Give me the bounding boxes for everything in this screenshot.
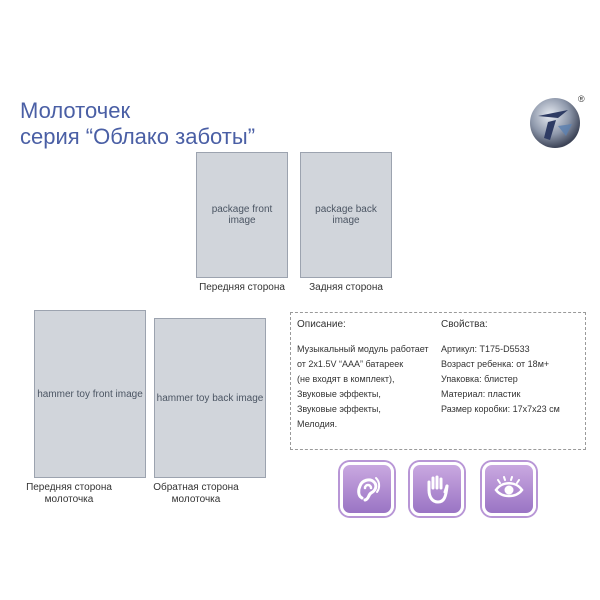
brand-logo — [530, 98, 580, 148]
hand-icon — [427, 475, 449, 504]
hearing-feature — [340, 462, 394, 516]
touch-feature — [410, 462, 464, 516]
hammer-front-image: hammer toy front image — [34, 310, 146, 478]
package-back-caption: Задняя сторона — [309, 282, 383, 293]
properties-column: Свойства: Артикул: T175-D5533 Возраст ре… — [441, 317, 581, 417]
description-line: Звуковые эффекты, — [297, 404, 381, 414]
description-column: Описание: Музыкальный модуль работает от… — [297, 317, 447, 432]
property-line: Материал: пластик — [441, 389, 521, 399]
property-line: Возраст ребенка: от 18м+ — [441, 359, 550, 369]
package-front-caption: Передняя сторона — [199, 282, 285, 293]
description-line: Мелодия. — [297, 419, 338, 429]
description-line: от 2x1.5V “AAA” батареек — [297, 359, 404, 369]
package-front-image: package front image — [196, 152, 288, 278]
package-back-image: package back image — [300, 152, 392, 278]
description-line: Звуковые эффекты, — [297, 389, 381, 399]
title-line-2: серия “Облако заботы” — [20, 124, 256, 149]
property-line: Упаковка: блистер — [441, 374, 518, 384]
hammer-back-image: hammer toy back image — [154, 318, 266, 478]
eye-icon — [494, 476, 524, 498]
vision-feature — [482, 462, 536, 516]
property-line: Артикул: T175-D5533 — [441, 344, 530, 354]
description-box: Описание: Музыкальный модуль работает от… — [290, 312, 586, 450]
ear-icon — [357, 477, 381, 502]
registered-mark: ® — [578, 94, 585, 104]
description-line: (не входят в комплект), — [297, 374, 395, 384]
page-title: Молоточек серия “Облако заботы” — [20, 98, 255, 150]
properties-heading: Свойства: — [441, 319, 488, 330]
title-line-1: Молоточек — [20, 98, 131, 123]
property-line: Размер коробки: 17x7x23 см — [441, 404, 560, 414]
description-heading: Описание: — [297, 319, 346, 330]
description-line: Музыкальный модуль работает — [297, 344, 429, 354]
hammer-front-caption: Передняя сторона молоточка — [26, 482, 112, 505]
hammer-back-caption: Обратная сторона молоточка — [153, 482, 239, 505]
